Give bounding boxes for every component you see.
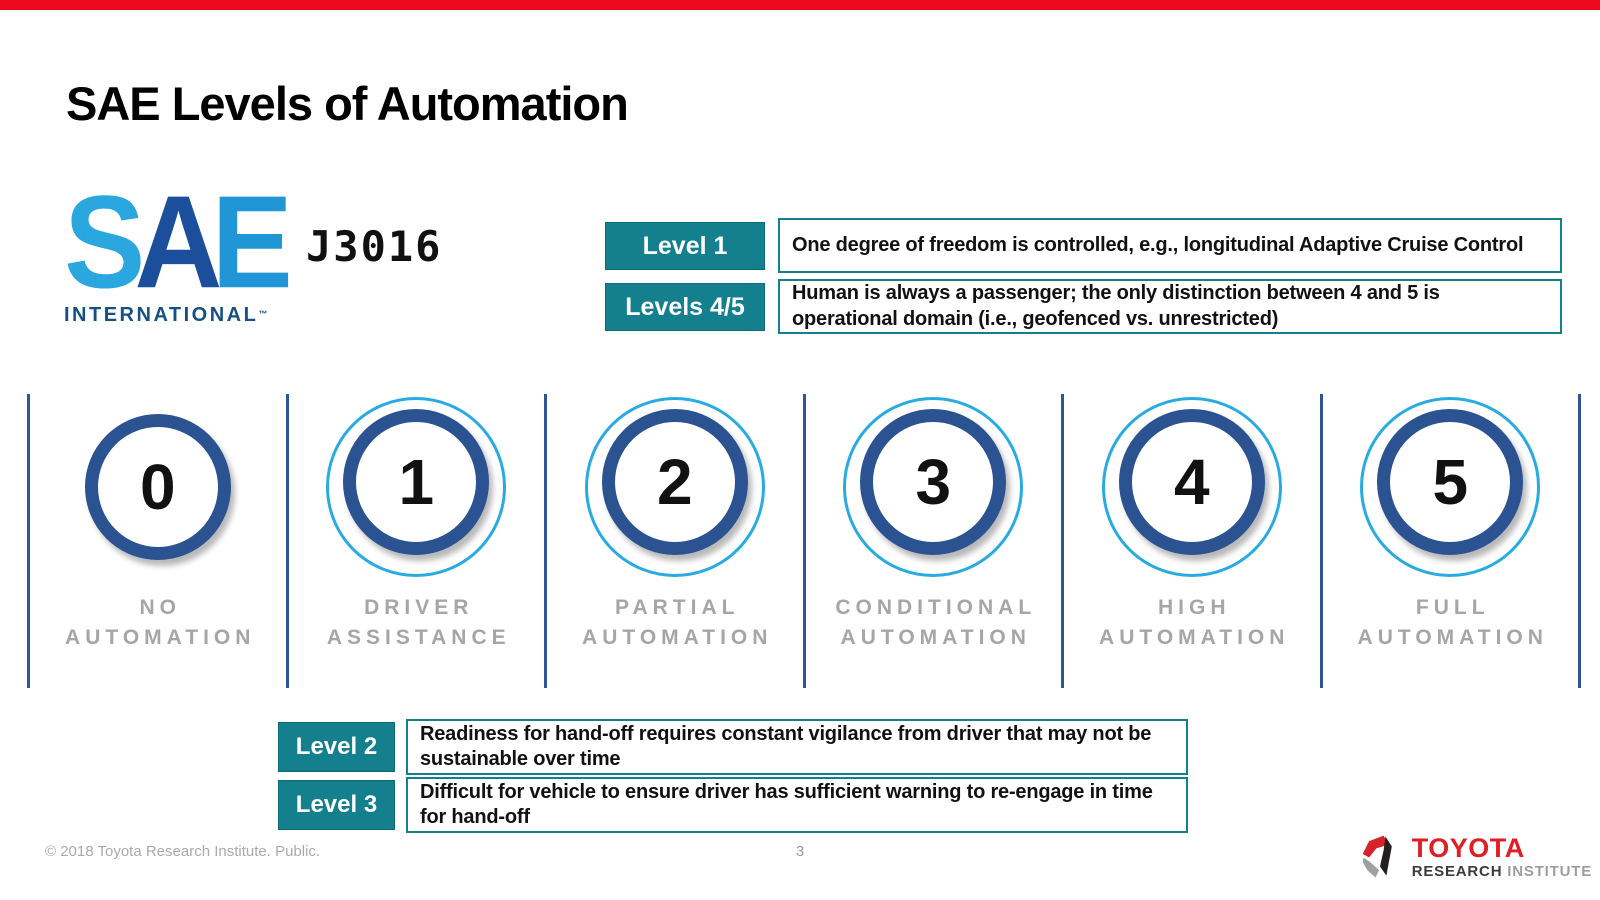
research-text: RESEARCH xyxy=(1411,862,1503,880)
callout-body-text: Readiness for hand-off requires constant… xyxy=(420,722,1152,770)
level-2-circle: 2 xyxy=(584,397,765,577)
level-0-circle: 0 xyxy=(68,397,248,577)
level-name-line2: AUTOMATION xyxy=(1357,625,1548,649)
sae-letter-e: E xyxy=(211,168,292,316)
research-institute-wordmark: RESEARCH INSTITUTE xyxy=(1411,862,1592,880)
level-name-line2: AUTOMATION xyxy=(840,625,1031,649)
top-accent-bar xyxy=(0,0,1600,10)
callout-body-text: Human is always a passenger; the only di… xyxy=(792,282,1440,330)
callout-text-level-2: Readiness for hand-off requires constant… xyxy=(406,719,1188,775)
inner-ring-icon: 5 xyxy=(1377,409,1524,555)
institute-text: INSTITUTE xyxy=(1507,862,1592,880)
callout-label-text: Level 3 xyxy=(295,791,378,818)
level-number: 5 xyxy=(1432,446,1469,518)
level-name-line2: AUTOMATION xyxy=(582,625,773,649)
level-name-line2: ASSISTANCE xyxy=(326,625,511,649)
sae-international-text: INTERNATIONAL xyxy=(64,304,259,326)
level-name-line1: DRIVER xyxy=(364,596,474,619)
level-1-circle: 1 xyxy=(326,397,507,577)
level-name-line1: FULL xyxy=(1415,596,1490,619)
toyota-research-institute-logo: TOYOTA RESEARCH INSTITUTE xyxy=(1357,832,1592,882)
level-column-2: 2 PARTIAL AUTOMATION xyxy=(544,394,803,688)
standard-number: J3016 xyxy=(306,222,443,271)
toyota-wordmark: TOYOTA xyxy=(1411,833,1525,864)
page-title: SAE Levels of Automation xyxy=(66,77,629,130)
callout-label-text: Levels 4/5 xyxy=(625,292,745,321)
callout-body-text: One degree of freedom is controlled, e.g… xyxy=(792,233,1524,256)
level-3-circle: 3 xyxy=(843,397,1024,577)
level-5-circle: 5 xyxy=(1360,397,1541,577)
level-name-line1: NO xyxy=(139,596,181,619)
tri-logo-mark-icon xyxy=(1362,835,1392,878)
inner-ring-icon: 2 xyxy=(601,409,748,555)
callout-body-text: Difficult for vehicle to ensure driver h… xyxy=(420,780,1153,828)
level-name: HIGH AUTOMATION xyxy=(1094,593,1289,653)
level-name: DRIVER ASSISTANCE xyxy=(322,593,511,653)
callout-label-level-2: Level 2 xyxy=(278,722,395,772)
level-name: PARTIAL AUTOMATION xyxy=(577,593,772,653)
inner-ring-icon: 1 xyxy=(343,409,490,555)
sae-international-logo: SAE INTERNATIONAL™ xyxy=(64,176,293,327)
callout-text-level-3: Difficult for vehicle to ensure driver h… xyxy=(406,777,1188,833)
level-name: CONDITIONAL AUTOMATION xyxy=(830,593,1036,653)
level-name-line1: HIGH xyxy=(1157,596,1231,619)
level-name-line1: CONDITIONAL xyxy=(835,596,1037,619)
level-4-circle: 4 xyxy=(1101,397,1282,577)
level-number: 3 xyxy=(915,446,952,518)
sae-logo-letters: SAE xyxy=(64,176,293,308)
outer-ring-icon xyxy=(1360,397,1541,577)
tri-logo-text: TOYOTA RESEARCH INSTITUTE xyxy=(1412,834,1592,879)
level-number: 2 xyxy=(656,446,693,518)
level-column-1: 1 DRIVER ASSISTANCE xyxy=(285,394,545,688)
outer-ring-icon xyxy=(1101,397,1282,577)
callout-text-levels-4-5: Human is always a passenger; the only di… xyxy=(778,279,1562,334)
level-name-line2: AUTOMATION xyxy=(65,625,256,649)
outer-ring-icon xyxy=(843,397,1024,577)
sae-letter-a: A xyxy=(134,168,222,316)
outer-ring-icon xyxy=(584,397,765,577)
level-column-4: 4 HIGH AUTOMATION xyxy=(1061,394,1320,688)
level-name-line1: PARTIAL xyxy=(615,596,740,619)
level-column-5: 5 FULL AUTOMATION xyxy=(1319,394,1579,688)
callout-label-level-3: Level 3 xyxy=(278,780,395,830)
level-number: 4 xyxy=(1173,446,1210,518)
level-name-line2: AUTOMATION xyxy=(1099,625,1290,649)
callout-label-text: Level 1 xyxy=(642,231,728,260)
automation-levels-band: 0 NO AUTOMATION 1 DRIVER ASSISTANCE xyxy=(27,394,1581,688)
outer-ring-icon xyxy=(326,397,507,577)
inner-ring-icon: 3 xyxy=(860,409,1007,555)
level-column-3: 3 CONDITIONAL AUTOMATION xyxy=(802,394,1062,688)
inner-ring-icon: 0 xyxy=(84,414,231,560)
copyright-text: © 2018 Toyota Research Institute. Public… xyxy=(45,843,321,860)
inner-ring-icon: 4 xyxy=(1118,409,1265,555)
trademark-symbol: ™ xyxy=(258,309,268,319)
sae-logo-subtitle: INTERNATIONAL™ xyxy=(64,304,274,327)
level-name: FULL AUTOMATION xyxy=(1353,593,1548,653)
page-number: 3 xyxy=(795,843,805,860)
level-name: NO AUTOMATION xyxy=(60,593,255,653)
level-column-0: 0 NO AUTOMATION xyxy=(27,394,286,688)
sae-letter-s: S xyxy=(64,168,145,316)
callout-label-levels-4-5: Levels 4/5 xyxy=(605,283,765,331)
level-number: 0 xyxy=(139,451,176,523)
callout-text-level-1: One degree of freedom is controlled, e.g… xyxy=(778,218,1562,273)
level-number: 1 xyxy=(398,446,435,518)
callout-label-text: Level 2 xyxy=(295,733,378,760)
callout-label-level-1: Level 1 xyxy=(605,222,765,270)
